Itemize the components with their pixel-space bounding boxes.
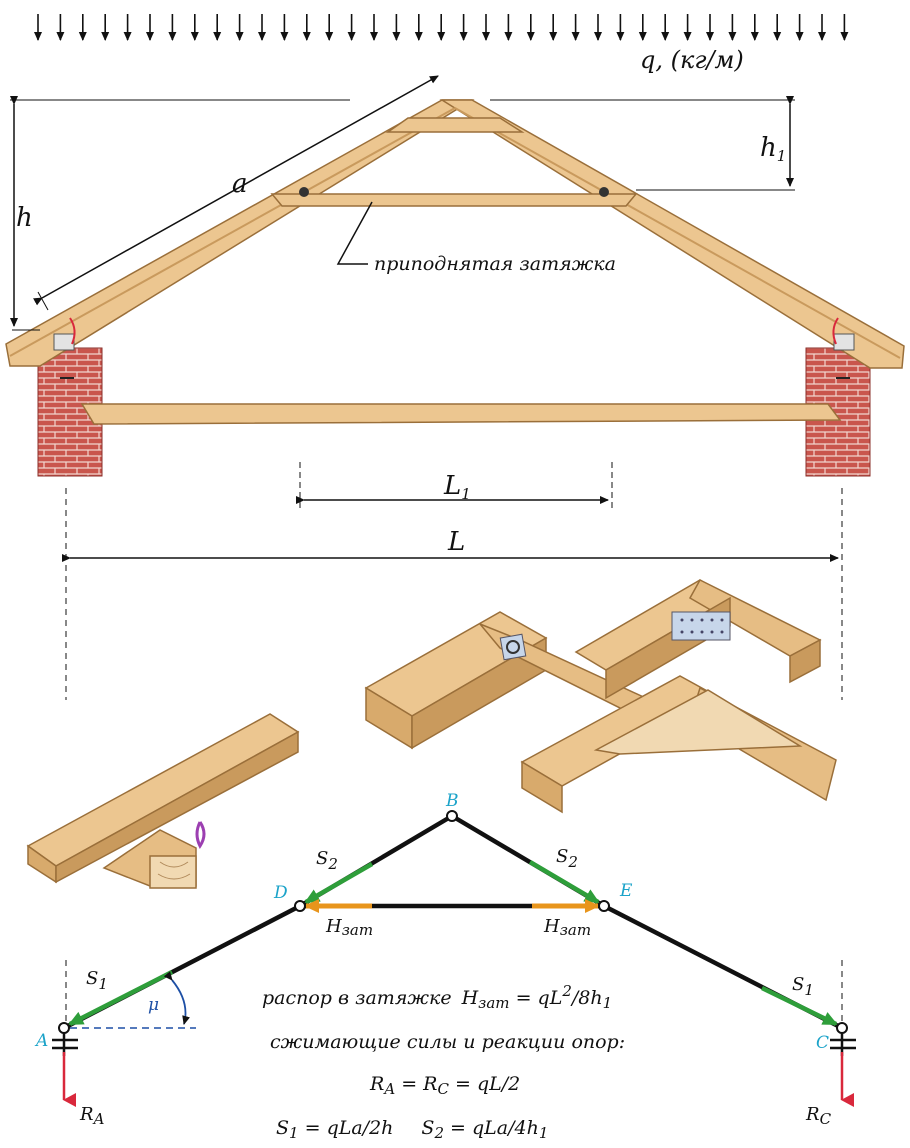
label-S2-left: S2 — [316, 848, 338, 873]
joint-detail-plate — [574, 579, 822, 700]
left-rafter — [5, 99, 475, 367]
node-A — [58, 1022, 70, 1034]
nail-icon — [195, 821, 206, 849]
force-diagram: μ B D E A C S2 S2 S1 S1 Hзат Hзат RA RC — [34, 791, 856, 1128]
label-H-left: Hзат — [325, 916, 373, 939]
right-rafter — [439, 99, 905, 369]
angle-mu-label: μ — [148, 995, 159, 1015]
node-B-label: B — [445, 791, 459, 811]
dim-L-label: L — [447, 527, 465, 557]
node-B — [446, 810, 458, 822]
node-D-label: D — [273, 883, 288, 903]
left-tie-bolt-icon — [299, 187, 309, 197]
ridge-collar — [385, 117, 525, 133]
formula-line-3: RA = RC = qL/2 — [369, 1073, 520, 1098]
joint-detail-gusset — [520, 675, 837, 814]
left-support-block — [53, 333, 75, 351]
node-C-label: C — [816, 1033, 829, 1053]
right-tie-bolt-icon — [599, 187, 609, 197]
force-S1-right-arrow — [761, 985, 838, 1027]
load-label: q, (кг/м) — [640, 46, 744, 74]
dimension-lines: a h h1 L1 L — [10, 75, 843, 700]
raised-tie — [270, 193, 638, 207]
raised-tie-callout: приподнятая затяжка — [336, 201, 616, 275]
gusset-plate — [593, 689, 803, 755]
dim-h-label: h — [16, 203, 33, 233]
node-C — [836, 1022, 848, 1034]
label-S1-left: S1 — [86, 968, 108, 993]
force-S1-left-arrow — [68, 969, 174, 1027]
label-RA: RA — [79, 1104, 105, 1128]
label-RC: RC — [805, 1104, 832, 1128]
force-S2-left-arrow — [304, 862, 374, 904]
joint-detail-notched — [26, 713, 300, 889]
dim-a-label: a — [232, 169, 248, 199]
node-E — [598, 900, 610, 912]
right-support-block — [833, 333, 855, 351]
label-H-right: Hзат — [543, 916, 591, 939]
distributed-load-arrows — [34, 14, 849, 41]
node-E-label: E — [619, 881, 633, 901]
raised-tie-label: приподнятая затяжка — [374, 253, 616, 275]
ceiling-beam — [80, 403, 842, 425]
dim-L1-label: L1 — [443, 471, 471, 503]
node-A-label: A — [34, 1031, 48, 1051]
node-D — [294, 900, 306, 912]
force-S2-right-arrow — [528, 860, 600, 904]
bolt-icon — [506, 640, 520, 654]
dim-h1-label: h1 — [760, 133, 786, 165]
bolt-plate-icon — [499, 633, 527, 661]
nail-plate-icon — [671, 611, 731, 641]
label-S1-right: S1 — [792, 974, 814, 999]
formula-line-2: сжимающие силы и реакции опор: — [270, 1031, 625, 1053]
label-S2-right: S2 — [556, 846, 578, 871]
